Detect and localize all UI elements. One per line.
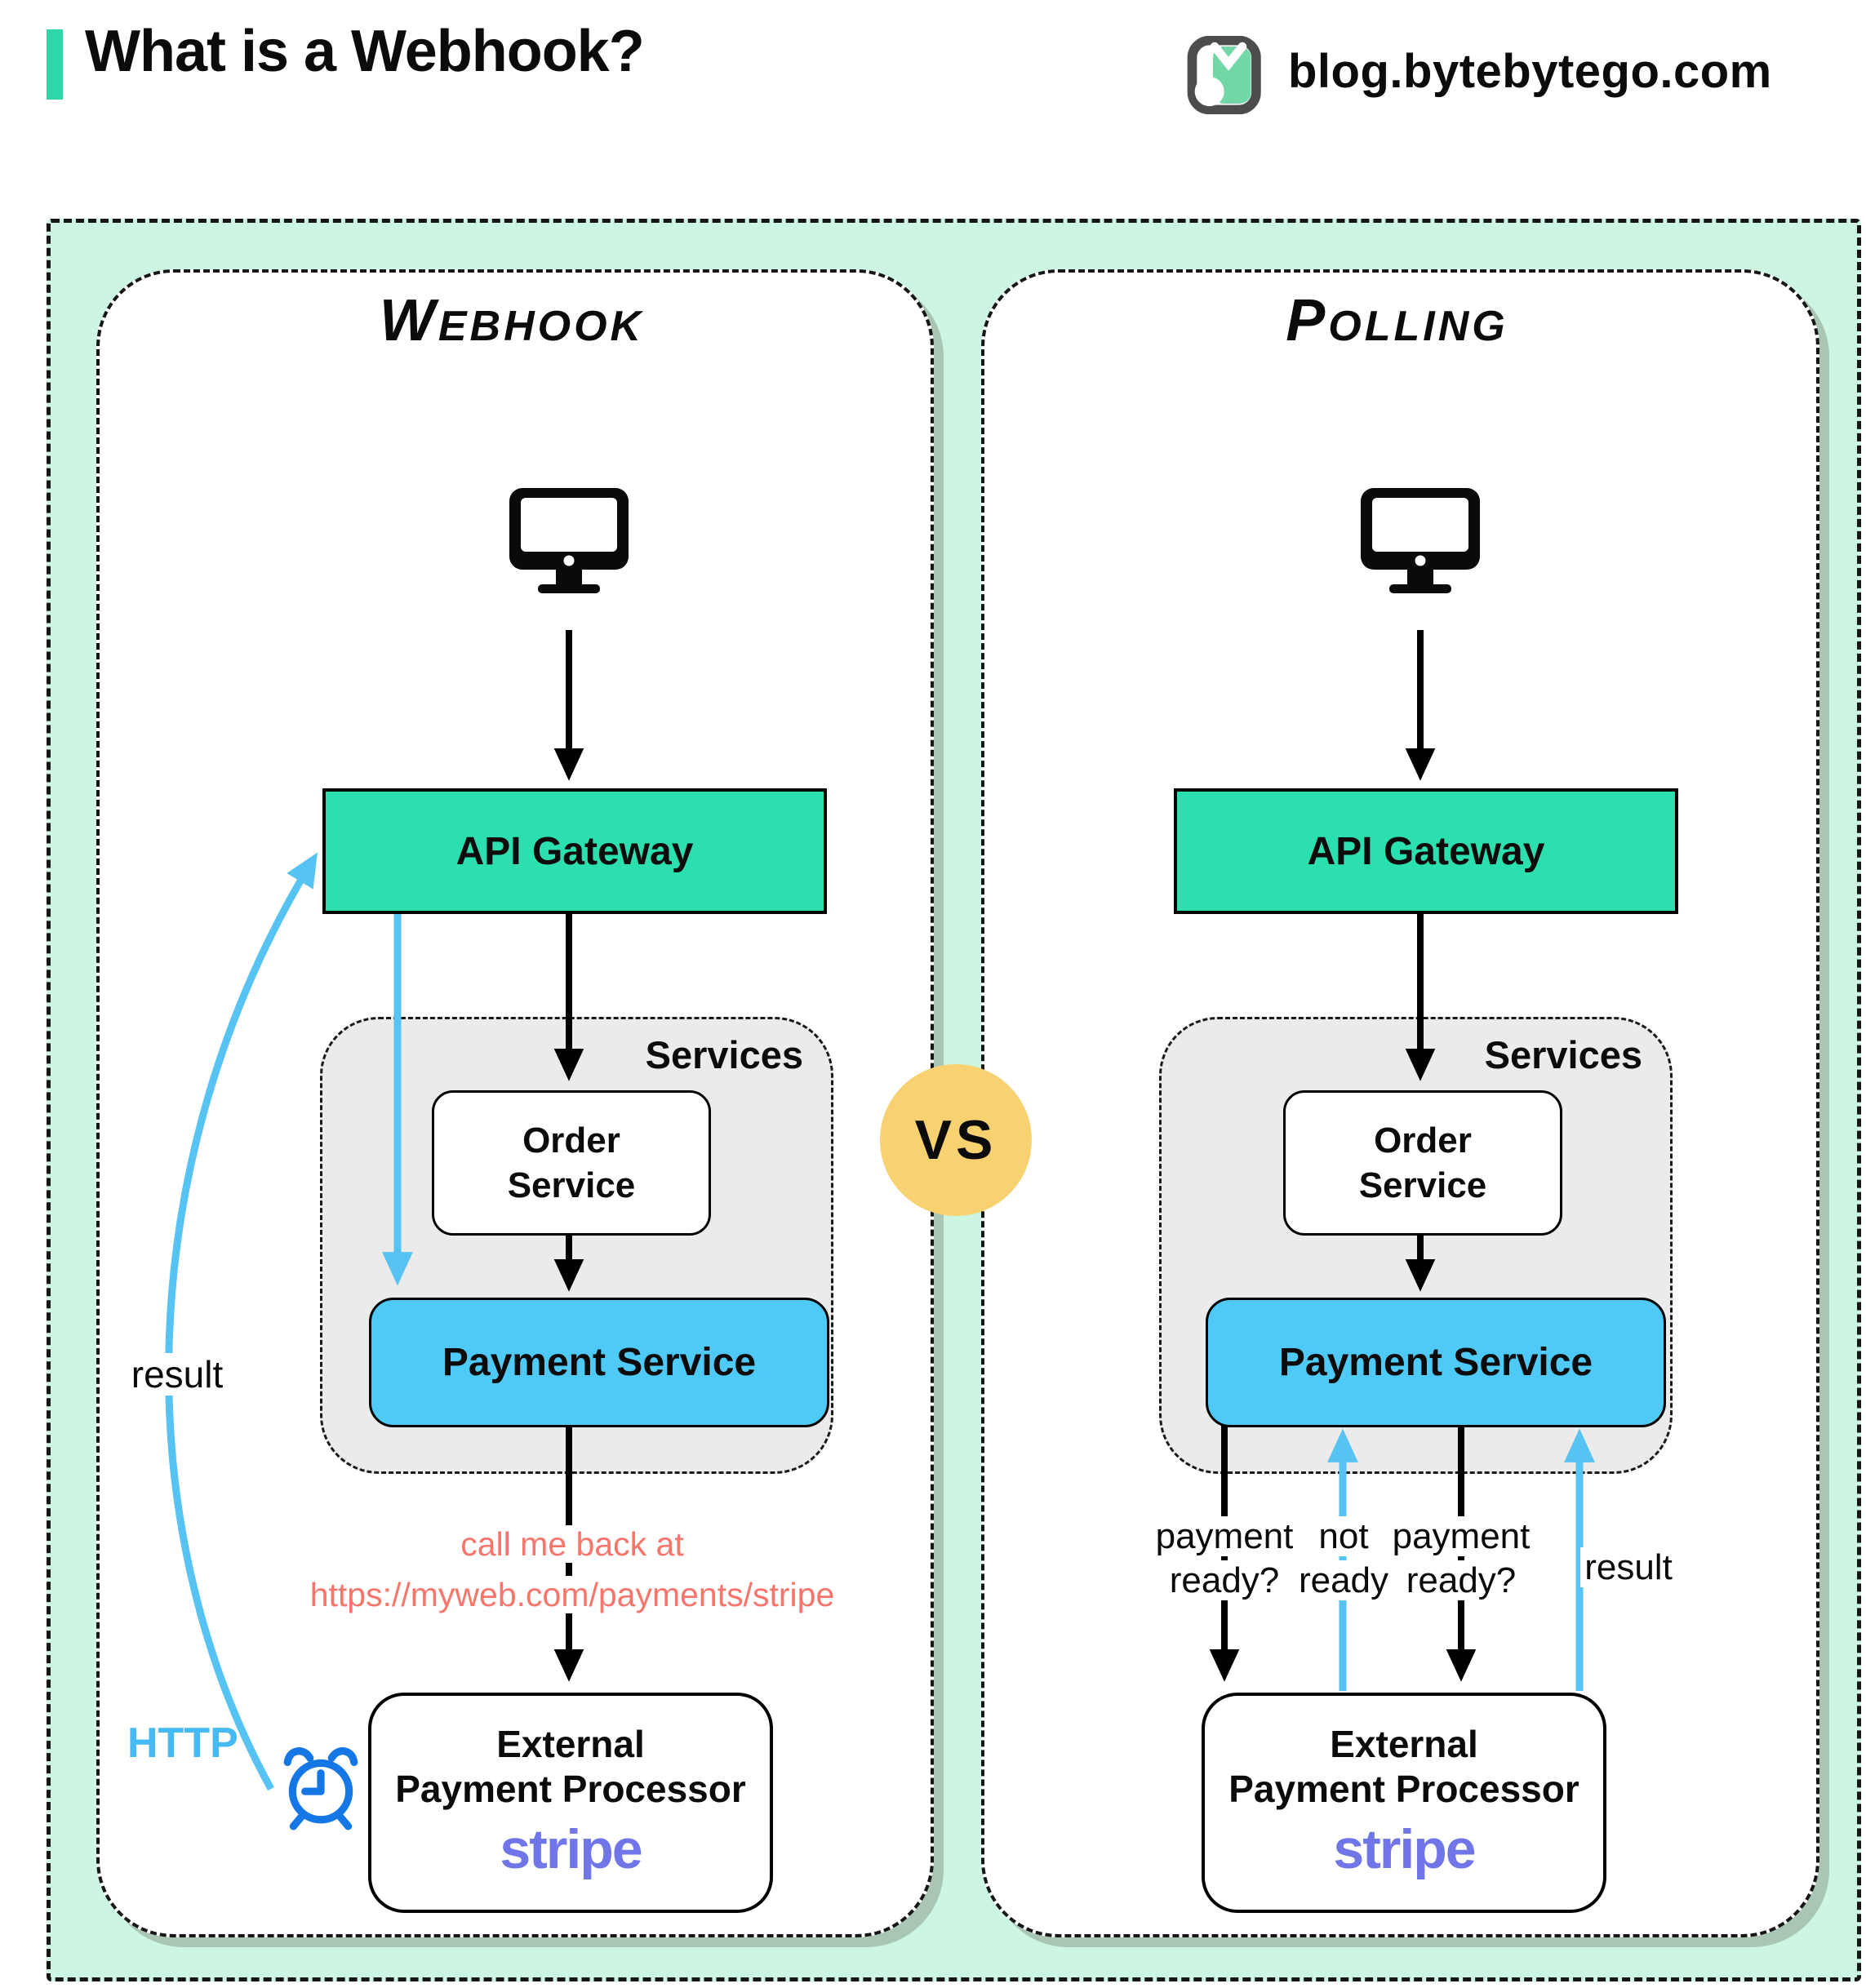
- webhook-result-label: result: [104, 1351, 250, 1397]
- callback-line2: https://myweb.com/payments/stripe: [303, 1575, 842, 1613]
- polling-result-label: result: [1551, 1546, 1706, 1590]
- order-service-line1: Order: [1374, 1120, 1472, 1160]
- bytebytego-logo-icon: [1187, 36, 1261, 114]
- title-accent-bar: [47, 29, 63, 100]
- order-service-line2: Service: [507, 1165, 636, 1205]
- api-gateway-box-webhook: API Gateway: [322, 788, 827, 914]
- payment-service-box-webhook: Payment Service: [369, 1298, 829, 1427]
- vs-badge: VS: [880, 1064, 1032, 1216]
- order-service-line1: Order: [522, 1120, 620, 1160]
- http-label: HTTP: [127, 1720, 238, 1767]
- external-line2: Payment Processor: [1228, 1768, 1579, 1811]
- webhook-panel-title: Webhook: [379, 288, 645, 353]
- external-payment-processor-box-webhook: External Payment Processor stripe: [368, 1693, 773, 1913]
- payment-service-box-polling: Payment Service: [1206, 1298, 1666, 1427]
- external-line1: External: [496, 1723, 645, 1766]
- services-label: Services: [645, 1033, 803, 1076]
- callback-line1: call me back at: [454, 1525, 691, 1563]
- order-service-box-polling: Order Service: [1283, 1090, 1562, 1236]
- page-title: What is a Webhook?: [85, 19, 645, 84]
- api-gateway-box-polling: API Gateway: [1174, 788, 1678, 914]
- stripe-logo: stripe: [1333, 1818, 1476, 1881]
- services-label: Services: [1484, 1033, 1642, 1076]
- external-line1: External: [1330, 1723, 1478, 1766]
- payment-ready-label-2: payment ready?: [1376, 1515, 1546, 1602]
- stripe-logo: stripe: [500, 1818, 642, 1881]
- polling-panel-title: Polling: [1286, 288, 1508, 353]
- alarm-clock-icon: [283, 1747, 358, 1830]
- desktop-computer-icon: [509, 488, 629, 593]
- external-payment-processor-box-polling: External Payment Processor stripe: [1202, 1693, 1606, 1913]
- site-url: blog.bytebytego.com: [1288, 45, 1772, 98]
- order-service-box-webhook: Order Service: [432, 1090, 711, 1236]
- callback-url-annotation: call me back at https://myweb.com/paymen…: [269, 1520, 875, 1620]
- order-service-line2: Service: [1358, 1165, 1487, 1205]
- desktop-computer-icon: [1361, 488, 1480, 593]
- external-line2: Payment Processor: [395, 1768, 746, 1811]
